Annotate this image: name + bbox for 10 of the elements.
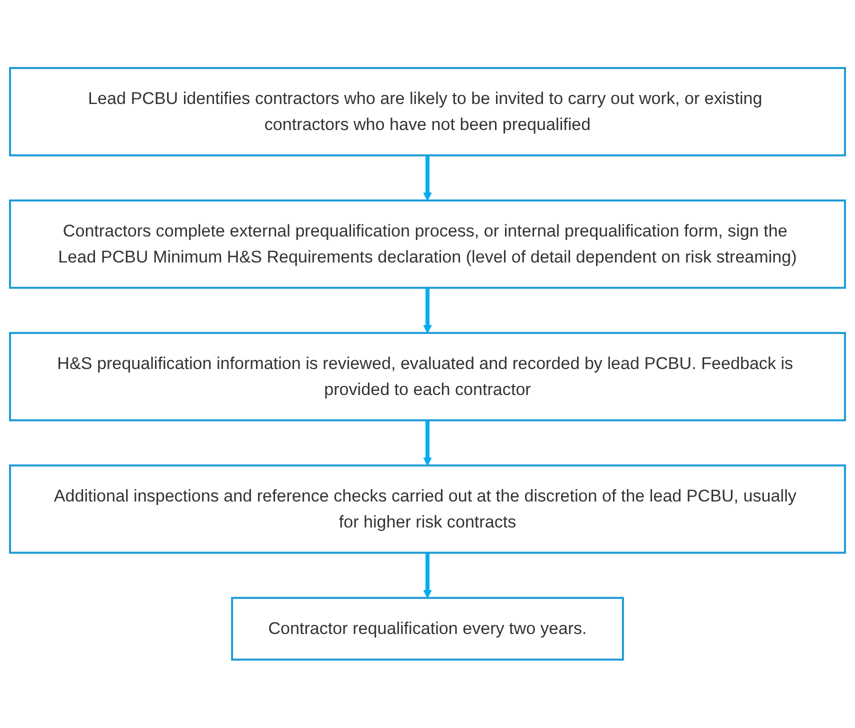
- arrow: [423, 156, 432, 202]
- arrow: [423, 552, 432, 598]
- node-box: [9, 67, 846, 157]
- arrow: [423, 420, 432, 466]
- arrow: [423, 288, 432, 334]
- node-box: [231, 597, 624, 661]
- flowchart: Lead PCBU identifies contractors who are likely to be invited to carry out work, or existing contractors who have not been prequalified Contractors complete external prequalification process, or internal prequalification form, sign the Lead PCBU Minimum H&S Requirements declaration (level of detail dependent on risk streaming) H&S prequalification information is reviewed, evaluated and recorded by lead PCBU. Feedback is provided to each contractor Additional inspections and reference checks carried out at the discretion of the lead PCBU, usually for higher risk contracts Contractor requalification every two years.: [2, 60, 853, 668]
- node-box: [9, 464, 846, 554]
- node-box: [9, 332, 846, 422]
- node-box: [9, 200, 846, 289]
